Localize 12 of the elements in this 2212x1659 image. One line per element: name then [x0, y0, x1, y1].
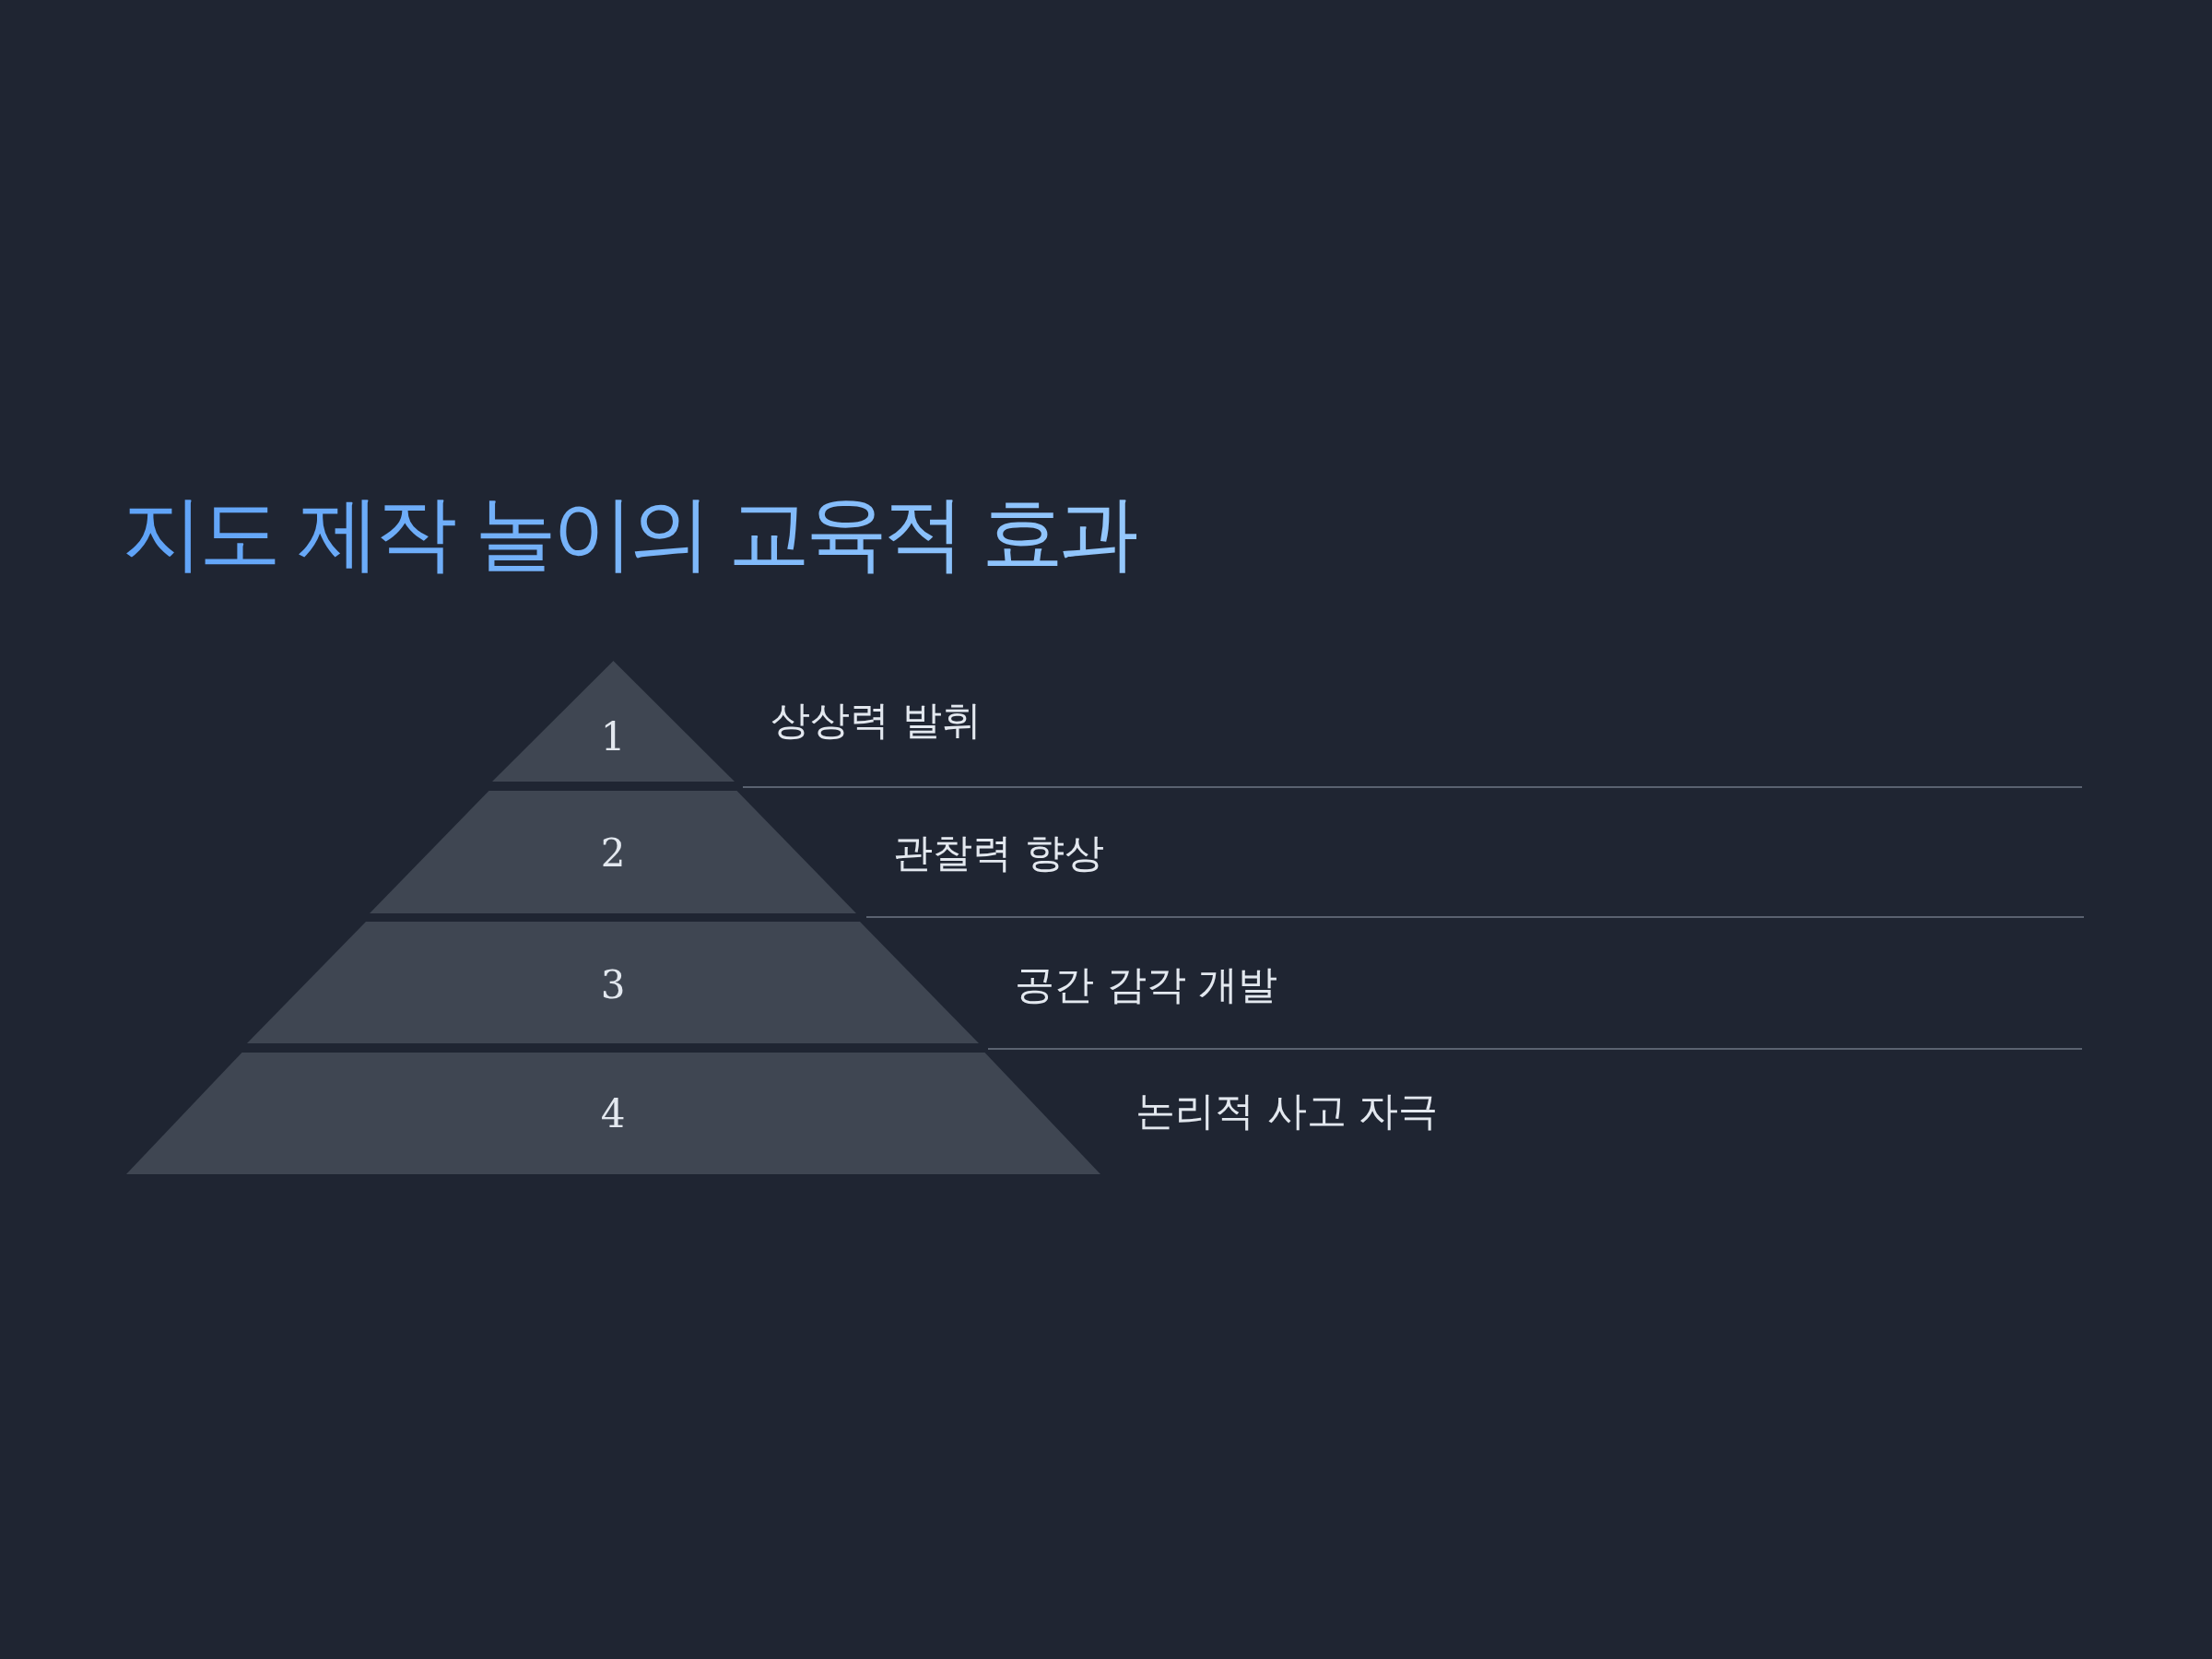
layer-label: 상상력 발휘 [771, 698, 982, 744]
layer-number: 3 [600, 966, 626, 1005]
pyramid-layer [370, 791, 856, 913]
layer-label: 공간 감각 개발 [1015, 962, 1278, 1008]
layer-label: 관찰력 향상 [893, 830, 1104, 877]
layer-number: 2 [600, 834, 626, 873]
pyramid-layer [125, 1053, 1100, 1174]
layer-number: 4 [600, 1095, 626, 1134]
layer-number: 1 [600, 718, 626, 757]
layer-label: 논리적 사고 자극 [1135, 1088, 1439, 1135]
pyramid-layer [491, 661, 735, 782]
pyramid-layer [247, 922, 979, 1043]
